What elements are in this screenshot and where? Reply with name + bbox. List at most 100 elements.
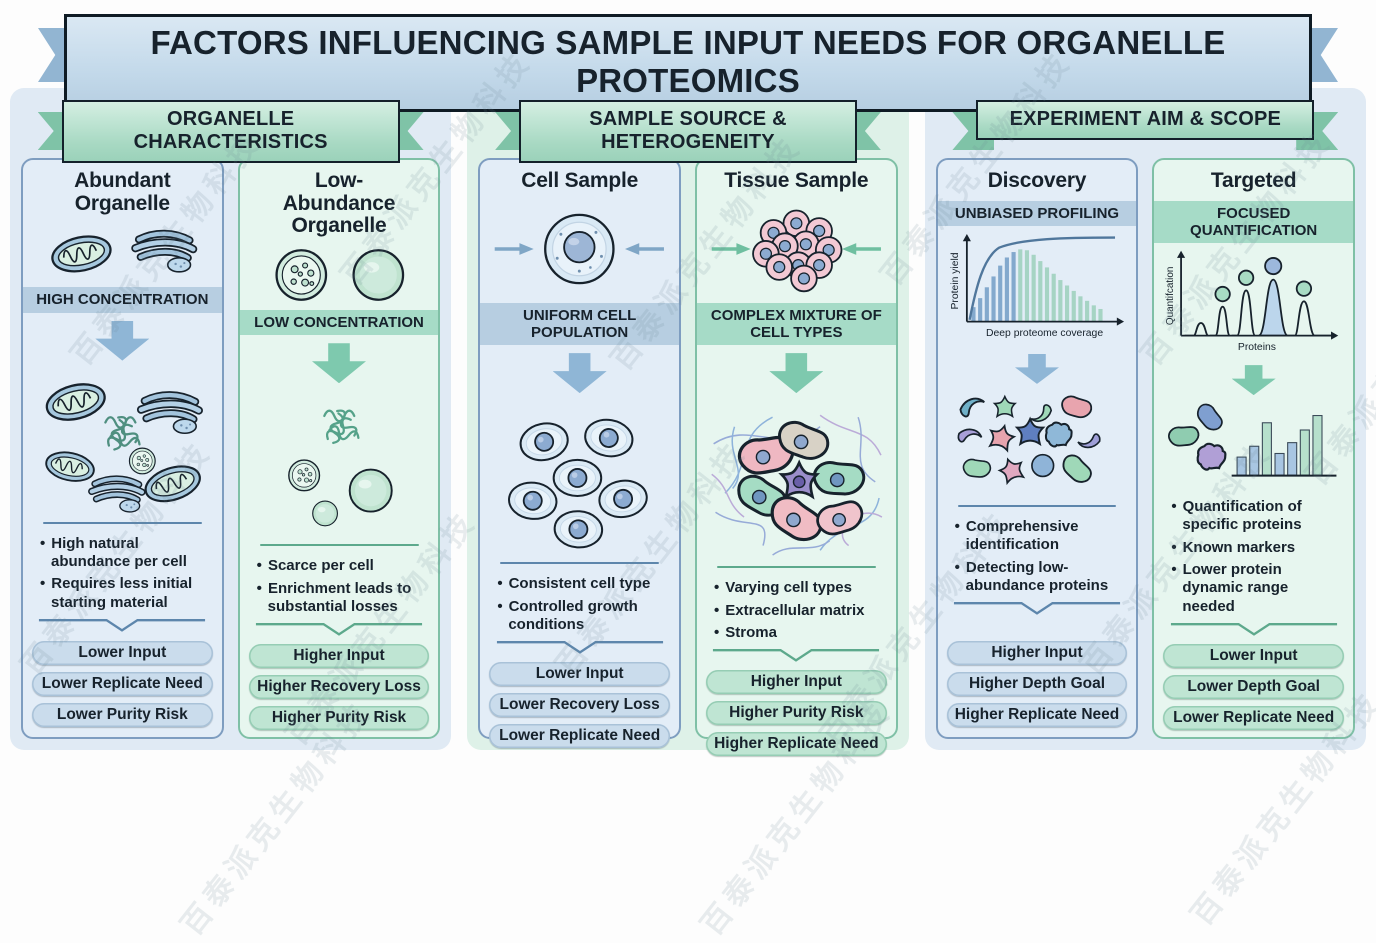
column-title: Cell Sample (521, 169, 639, 192)
title-banner: FACTORS INFLUENCING SAMPLE INPUT NEEDS F… (38, 14, 1338, 112)
saturation-curve (968, 236, 1115, 320)
bullet-list: Comprehensive identification Detecting l… (951, 514, 1128, 595)
down-arrow-icon (1014, 353, 1059, 384)
population-band: UNIFORM CELL POPULATION (480, 302, 679, 346)
yield-coverage-chart: Protein yield Deep proteome coverage (947, 229, 1128, 351)
organelle-mixture-illustration (32, 366, 213, 516)
chart-bars (971, 249, 1103, 322)
status-badge: Lower Input (32, 641, 213, 665)
divider (42, 521, 202, 524)
sparse-organelle-illustration (249, 388, 430, 538)
section-banner-title: ORGANELLE CHARACTERISTICS (61, 100, 400, 163)
status-badge: Higher Input (706, 670, 887, 695)
bullet-list: High natural abundance per cell Requires… (36, 531, 213, 612)
y-axis-label: Quantifcation (1165, 267, 1176, 325)
highlighted-peak (1258, 278, 1289, 337)
down-arrow-icon (1231, 365, 1276, 396)
chevron-divider-icon (255, 623, 423, 637)
section-banner: ORGANELLE CHARACTERISTICS (37, 100, 424, 163)
chevron-divider-icon (496, 641, 663, 654)
bullet-item: Comprehensive identification (951, 518, 1128, 555)
x-axis-label: Proteins (1238, 342, 1276, 353)
concentration-band: HIGH CONCENTRATION (23, 287, 222, 313)
content-panels: ORGANELLE CHARACTERISTICS Abundant Organ… (0, 88, 1376, 757)
mixture-band: COMPLEX MIXTURE OF CELL TYPES (697, 302, 896, 346)
marker-bar-chart-illustration (1163, 398, 1344, 490)
chevron-divider-icon (1170, 622, 1337, 636)
column-tissue-sample: Tissue Sample (695, 158, 898, 757)
status-badge: Higher Purity Risk (706, 701, 887, 726)
plain-vesicle-icon (352, 249, 404, 301)
down-arrow-icon (552, 353, 607, 394)
dotted-vesicle-icon (275, 249, 327, 301)
section-banner-title: SAMPLE SOURCE & HETEROGENEITY (519, 100, 857, 163)
chart-axes (1180, 256, 1334, 337)
right-arrow-icon (711, 242, 751, 255)
column-targeted: Targeted FOCUSED QUANTIFICATION (1152, 158, 1355, 739)
column-discovery: Discovery UNBIASED PROFILING (935, 158, 1139, 739)
bullet-item: Known markers (1167, 539, 1344, 557)
right-arrow-icon (495, 242, 535, 255)
divider (500, 562, 660, 565)
mitochondrion-icon (48, 230, 115, 278)
section-experiment-aim: EXPERIMENT AIM & SCOPE Discovery UNBIASE… (924, 88, 1366, 750)
status-badge: Lower Replicate Need (32, 672, 213, 696)
column-title: Low-Abundance Organelle (282, 169, 396, 238)
bullet-item: Requires less initial starting material (36, 575, 213, 612)
cell-icon (544, 213, 615, 284)
badge-group: Lower Input Lower Replicate Need Lower P… (32, 636, 213, 727)
status-badge: Lower Depth Goal (1163, 674, 1344, 699)
badge-group: Higher Input Higher Depth Goal Higher Re… (946, 636, 1128, 727)
chevron-divider-icon (39, 618, 206, 632)
profiling-band: UNBIASED PROFILING (937, 200, 1137, 226)
column-title: Discovery (987, 169, 1087, 192)
bullet-list: Scarce per cell Enrichment leads to subs… (253, 553, 430, 616)
column-title: Targeted (1210, 169, 1297, 192)
concentration-band: LOW CONCENTRATION (239, 310, 439, 336)
chevron-divider-icon (713, 649, 880, 662)
bullet-item: High natural abundance per cell (36, 535, 213, 572)
status-badge: Higher Input (248, 644, 430, 669)
status-badge: Lower Purity Risk (32, 703, 213, 727)
bullet-list: Varying cell types Extracellular matrix … (710, 575, 887, 642)
abundant-organelle-illustration (32, 220, 213, 284)
status-badge: Lower Replicate Need (1163, 705, 1344, 730)
down-arrow-icon (95, 320, 150, 361)
uniform-cell-cluster-illustration (489, 398, 670, 556)
section-columns: Cell Sample UNIFORM CELL POPULATION (478, 158, 898, 757)
chart-axes (965, 239, 1119, 323)
status-badge: Lower Input (489, 662, 670, 687)
bullet-item: Consistent cell type (493, 575, 670, 593)
bullet-item: Extracellular matrix (710, 602, 887, 620)
divider (957, 504, 1117, 508)
badge-group: Lower Input Lower Depth Goal Lower Repli… (1163, 639, 1344, 730)
bullet-item: Scarce per cell (253, 557, 430, 575)
status-badge: Higher Depth Goal (946, 672, 1128, 696)
quantification-band: FOCUSED QUANTIFICATION (1154, 200, 1353, 244)
bullet-item: Varying cell types (710, 579, 887, 597)
down-arrow-icon (312, 343, 366, 384)
bullet-item: Stroma (710, 624, 887, 642)
protein-blob-mixture-illustration (947, 387, 1128, 499)
quantification-peak-chart: Quantifcation Proteins (1163, 246, 1344, 362)
column-low-abundance-organelle: Low-Abundance Organelle LOW CONCENTRATIO… (237, 158, 441, 739)
bullet-item: Lower protein dynamic range needed (1167, 561, 1344, 616)
column-abundant-organelle: Abundant Organelle HIGH CONCENTRATION (21, 158, 224, 739)
badge-group: Higher Input Higher Recovery Loss Higher… (248, 639, 430, 731)
divider (716, 566, 876, 569)
divider (259, 544, 419, 547)
status-badge: Higher Input (946, 641, 1128, 665)
x-axis-label: Deep proteome coverage (986, 328, 1103, 339)
section-banner: EXPERIMENT AIM & SCOPE (952, 100, 1339, 150)
page-title: FACTORS INFLUENCING SAMPLE INPUT NEEDS F… (64, 14, 1312, 112)
left-arrow-icon (841, 242, 881, 255)
single-cell-illustration (489, 198, 670, 300)
status-badge: Lower Replicate Need (489, 724, 670, 749)
golgi-icon (135, 234, 193, 272)
status-badge: Lower Input (1163, 643, 1344, 668)
bullet-list: Consistent cell type Controlled growth c… (493, 571, 670, 634)
bullet-item: Detecting low-abundance proteins (951, 559, 1128, 596)
y-axis-label: Protein yield (949, 252, 960, 309)
mini-bars (1236, 415, 1323, 476)
down-arrow-icon (769, 353, 824, 394)
